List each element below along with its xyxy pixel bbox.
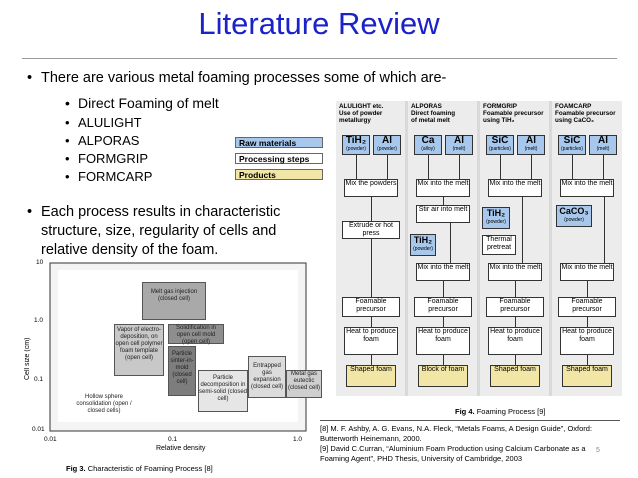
raw-material-box: SiC(particles) <box>486 135 514 155</box>
x-tick: 0.01 <box>44 436 57 443</box>
step-box: Extrude or hot press <box>342 221 400 239</box>
process-column-foamcarp: FOAMCARP Foamable precursor using CaCO₃ … <box>552 101 622 396</box>
raw-material-box: TiH₂(powder) <box>482 207 510 229</box>
column-header-line: Direct foaming <box>411 110 456 117</box>
column-header-line: ALULIGHT etc. <box>339 103 384 110</box>
process-column-alulight: ALULIGHT etc. Use of powder metallurgy T… <box>336 101 405 396</box>
chart-ylabel: Cell size (cm) <box>24 337 31 380</box>
legend-products: Products <box>235 169 323 180</box>
region-particle-sinter: Particle sinter-in-mold (closed cell) <box>168 346 196 396</box>
column-header-line: ALPORAS <box>411 103 442 110</box>
step-box: Mix into the melt <box>416 179 470 197</box>
step-box: Mix into the melt <box>416 263 470 281</box>
foaming-process-diagram: ALULIGHT etc. Use of powder metallurgy T… <box>336 101 622 396</box>
column-header-line: Foamable precursor <box>483 110 544 117</box>
region-particle-decomposition: Particle decomposition in semi-solid (cl… <box>198 370 248 412</box>
bullet-sub-1: Direct Foaming of melt <box>65 95 219 111</box>
y-tick: 10 <box>36 259 44 266</box>
step-box: Mix into the melt <box>560 263 614 281</box>
bullet-sub-5: FORMCARP <box>65 169 152 184</box>
bullet-second-line-2: structure, size, regularity of cells and <box>41 223 277 239</box>
process-column-alporas: ALPORAS Direct foaming of metal melt Ca(… <box>408 101 477 396</box>
reference-line: Foaming Agent”, PHD Thesis, University o… <box>320 454 523 463</box>
step-box: Mix into the melt <box>488 179 542 197</box>
column-header-line: using CaCO₃ <box>555 117 594 124</box>
step-box: Foamable precursor <box>414 297 472 317</box>
raw-material-box: TiH₂(powder) <box>342 135 370 155</box>
raw-material-box: Al(melt) <box>517 135 545 155</box>
legend-raw-materials: Raw materials <box>235 137 323 148</box>
title-divider <box>22 58 617 59</box>
raw-material-box: SiC(particles) <box>558 135 586 155</box>
region-vapor-deposition: Vapor of electro-deposition, on open cel… <box>114 324 164 376</box>
step-box: Heat to produce foam <box>560 327 614 355</box>
references-block: [8] M. F. Ashby, A. G. Evans, N.A. Fleck… <box>320 424 620 464</box>
step-box: Foamable precursor <box>342 297 400 317</box>
column-header-line: FOAMCARP <box>555 103 592 110</box>
region-melt-gas-injection: Melt gas injection (closed cell) <box>142 282 206 320</box>
x-tick: 0.1 <box>168 436 178 443</box>
process-column-formgrip: FORMGRIP Foamable precursor using TiH₂ S… <box>480 101 549 396</box>
raw-material-box: TiH₂(powder) <box>410 234 436 256</box>
column-header-line: metallurgy <box>339 117 371 124</box>
region-entrapped-gas: Entrapped gas expansion (closed cell) <box>248 356 286 398</box>
column-header-line: of metal melt <box>411 117 450 124</box>
bullet-intro: There are various metal foaming processe… <box>27 70 446 86</box>
foaming-characteristics-chart: Cell size (cm) 10 1.0 0.1 0.01 0.01 0.1 … <box>18 258 338 468</box>
region-solidification: Solidification in open cell mold (open c… <box>168 324 224 345</box>
reference-line: [8] M. F. Ashby, A. G. Evans, N.A. Fleck… <box>320 424 593 433</box>
step-box: Mix into the melt <box>488 263 542 281</box>
product-box: Shaped foam <box>490 365 540 387</box>
region-metal-gas-eutectic: Metal gas eutectic (closed cell) <box>286 370 322 398</box>
x-tick: 1.0 <box>293 436 303 443</box>
y-tick: 0.01 <box>32 426 45 433</box>
raw-material-box: Al(melt) <box>589 135 617 155</box>
product-box: Shaped foam <box>562 365 612 387</box>
slide-title: Literature Review <box>198 6 440 41</box>
bullet-second-line-3: relative density of the foam. <box>41 242 219 258</box>
raw-material-box: Al(melt) <box>445 135 473 155</box>
step-box: Foamable precursor <box>486 297 544 317</box>
chart-xlabel: Relative density <box>156 445 206 452</box>
region-hollow-sphere: Hollow sphere consolidation (open / clos… <box>72 394 136 416</box>
step-box: Mix the powders <box>344 179 398 197</box>
column-header-line: using TiH₂ <box>483 117 515 124</box>
references-divider <box>320 420 620 421</box>
raw-material-box: Al(powder) <box>373 135 401 155</box>
fig3-caption: Fig 3. Characteristic of Foaming Process… <box>66 464 213 473</box>
reference-line: Butterworth Heinemann, 2000. <box>320 434 422 443</box>
step-box: Mix into the melt <box>560 179 614 197</box>
product-box: Block of foam <box>418 365 468 387</box>
bullet-second-line-1: Each process results in characteristic <box>27 204 280 220</box>
process-legend: Raw materials Processing steps Products <box>235 137 325 183</box>
raw-material-box: CaCO₃(powder) <box>556 205 592 227</box>
page-number: 5 <box>596 447 600 454</box>
step-box: Foamable precursor <box>558 297 616 317</box>
legend-processing-steps: Processing steps <box>235 153 323 164</box>
bullet-sub-3: ALPORAS <box>65 133 140 148</box>
product-box: Shaped foam <box>346 365 396 387</box>
step-box: Heat to produce foam <box>488 327 542 355</box>
bullet-sub-2: ALULIGHT <box>65 115 141 130</box>
y-tick: 1.0 <box>34 317 44 324</box>
bullet-sub-4: FORMGRIP <box>65 151 148 166</box>
step-box: Heat to produce foam <box>416 327 470 355</box>
step-box: Thermal pretreat <box>482 235 516 255</box>
fig4-caption: Fig 4. Foaming Process [9] <box>455 407 546 416</box>
reference-line: [9] David C.Curran, “Aluminium Foam Prod… <box>320 444 586 453</box>
step-box: Heat to produce foam <box>344 327 398 355</box>
column-header-line: Foamable precursor <box>555 110 616 117</box>
y-tick: 0.1 <box>34 376 44 383</box>
column-header-line: Use of powder <box>339 110 383 117</box>
raw-material-box: Ca(alloy) <box>414 135 442 155</box>
column-header-line: FORMGRIP <box>483 103 517 110</box>
step-box: Stir air into melt <box>416 205 470 223</box>
